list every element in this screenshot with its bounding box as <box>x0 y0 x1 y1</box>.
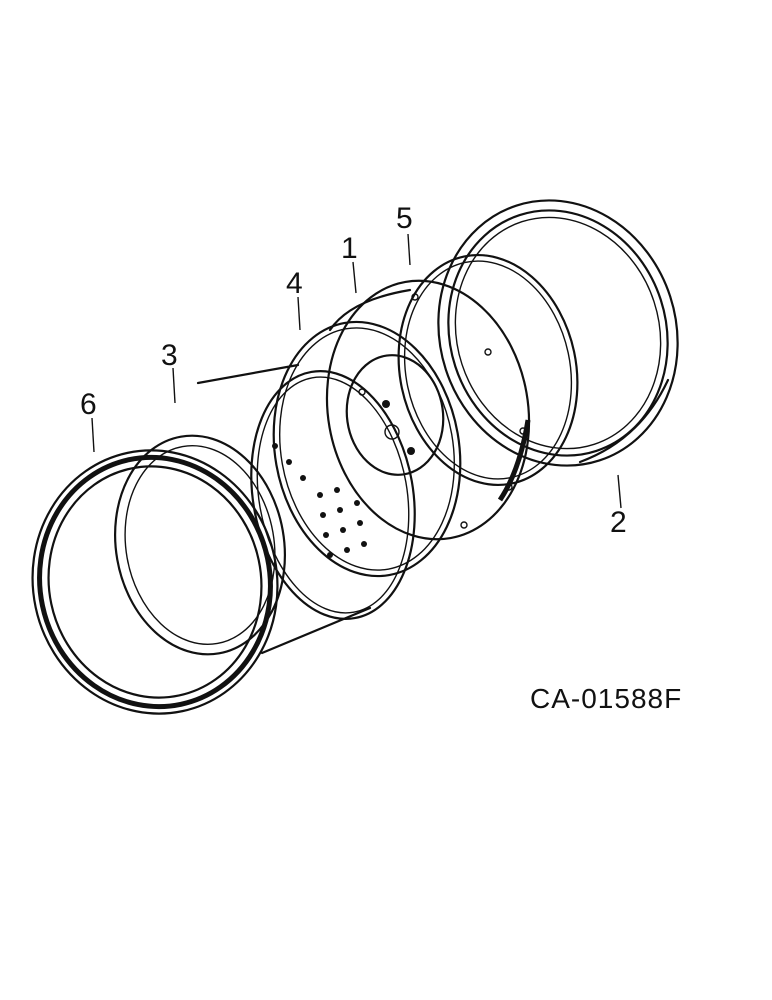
callout-5: 5 <box>396 202 413 235</box>
part-3-cylinder <box>113 363 416 656</box>
part-2-outer-rim <box>437 199 679 467</box>
callout-3: 3 <box>161 339 178 372</box>
callout-4: 4 <box>286 267 303 300</box>
leader-lines <box>91 233 622 509</box>
callout-2: 2 <box>610 506 627 539</box>
callout-1: 1 <box>341 232 358 265</box>
drawing-code: CA-01588F <box>530 683 682 714</box>
part-1-disc <box>325 279 531 541</box>
part-4-ring <box>272 320 462 578</box>
part-6-front-ring <box>31 449 279 715</box>
callout-6: 6 <box>80 388 97 421</box>
part-5-ring <box>397 253 579 487</box>
